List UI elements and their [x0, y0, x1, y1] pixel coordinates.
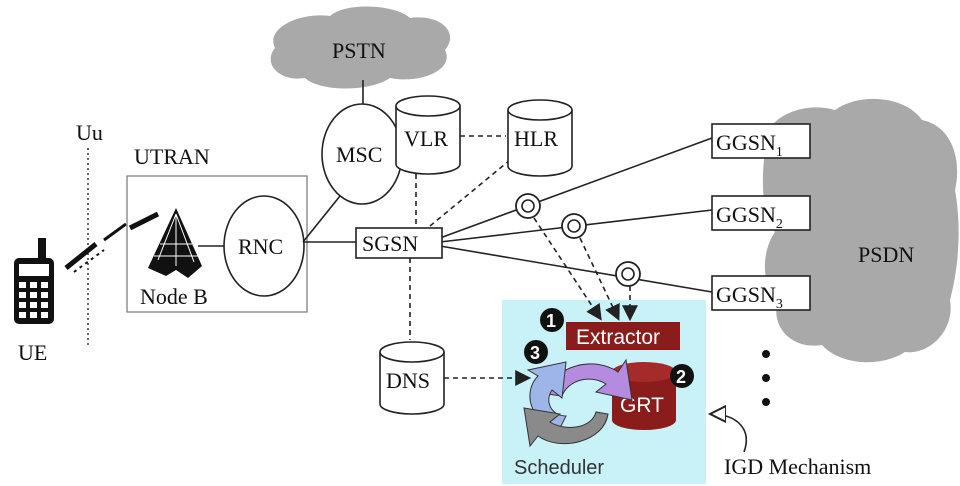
scheduler-label: Scheduler [514, 457, 604, 479]
igd-mechanism-label: IGD Mechanism [724, 454, 871, 479]
vlr-database: VLR [395, 95, 461, 175]
ggsn-1-node: GGSN1 [711, 123, 811, 160]
ggsn-2-label: GGSN [716, 202, 776, 227]
probe-tap-3-icon [615, 261, 641, 287]
ggsn-3-label: GGSN [716, 282, 776, 307]
step-3-label: 3 [530, 343, 540, 363]
extractor-label: Extractor [576, 326, 660, 349]
msc-label: MSC [336, 142, 382, 167]
svg-text:GGSN3: GGSN3 [716, 282, 783, 312]
ue-label: UE [18, 340, 47, 365]
sgsn-label: SGSN [362, 231, 418, 256]
uu-interface: Uu [76, 120, 103, 345]
more-ggsn-ellipsis [762, 350, 770, 406]
ggsn-1-sub: 1 [776, 145, 783, 160]
probe-tap-2-icon [561, 213, 587, 239]
node-b-icon: Node B [140, 208, 208, 309]
vlr-label: VLR [404, 126, 448, 151]
dns-label: DNS [386, 368, 430, 393]
hlr-label: HLR [514, 126, 558, 151]
step-2-badge: 2 [670, 364, 694, 388]
step-2-label: 2 [676, 367, 686, 387]
pstn-label: PSTN [332, 38, 386, 63]
rnc-node: RNC [223, 195, 305, 297]
extractor-box: Extractor [566, 322, 680, 350]
step-1-label: 1 [546, 311, 556, 331]
psdn-label: PSDN [858, 242, 914, 267]
svg-text:GGSN1: GGSN1 [716, 130, 783, 160]
utran-box: UTRAN [126, 144, 308, 313]
ggsn-3-node: GGSN3 [711, 275, 811, 312]
utran-label: UTRAN [134, 144, 210, 169]
step-3-badge: 3 [524, 340, 548, 364]
ggsn-3-sub: 3 [776, 297, 783, 312]
psdn-cloud: PSDN [762, 98, 959, 363]
ggsn-2-sub: 2 [776, 217, 783, 232]
step-1-badge: 1 [540, 308, 564, 332]
igd-pointer-arrow [710, 414, 747, 453]
dns-database: DNS [379, 341, 445, 415]
sgsn-node: SGSN [355, 227, 443, 259]
probe-tap-1-icon [515, 193, 541, 219]
pstn-cloud: PSTN [270, 6, 451, 89]
ggsn-1-label: GGSN [716, 130, 776, 155]
svg-text:GGSN2: GGSN2 [716, 202, 783, 232]
node-b-label: Node B [140, 284, 208, 309]
hlr-database: HLR [507, 99, 573, 177]
rnc-label: RNC [238, 234, 283, 259]
uu-label: Uu [76, 120, 103, 145]
msc-node: MSC [321, 103, 403, 205]
radio-link-icon [64, 211, 160, 273]
ue-phone-icon: UE [14, 238, 54, 365]
ggsn-2-node: GGSN2 [711, 195, 811, 232]
cycle-arrows-icon [523, 358, 633, 448]
